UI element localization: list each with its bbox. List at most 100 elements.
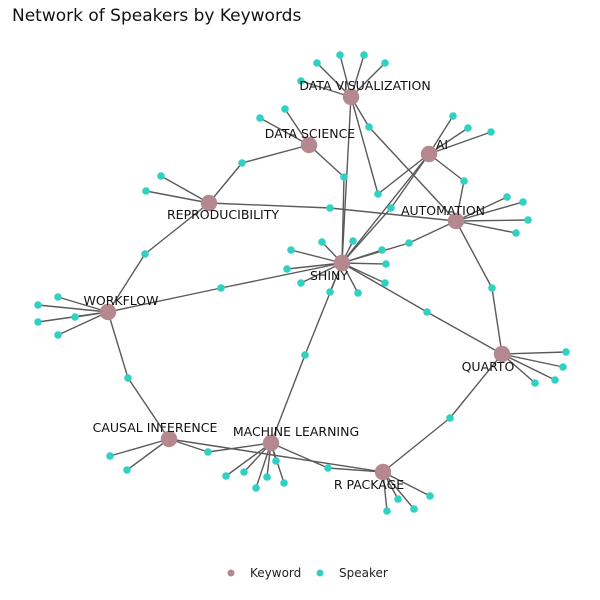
speaker-node-39 bbox=[240, 468, 248, 476]
speaker-node-45 bbox=[394, 495, 402, 503]
edge-speaker-64-ml bbox=[270, 442, 329, 469]
speaker-node-30 bbox=[54, 331, 62, 339]
keyword-label-dataviz: DATA VISUALIZATION bbox=[299, 78, 430, 93]
speaker-node-56 bbox=[141, 250, 149, 258]
keyword-node-automation bbox=[447, 212, 465, 230]
legend-speaker-label: Speaker bbox=[339, 566, 388, 580]
keyword-node-rpackage bbox=[374, 463, 392, 481]
speaker-node-44 bbox=[383, 507, 391, 515]
edge-speaker-60-shiny bbox=[304, 262, 343, 356]
speaker-node-25 bbox=[354, 289, 362, 297]
edge-speaker-53-repro bbox=[208, 202, 331, 209]
speaker-node-27 bbox=[34, 301, 42, 309]
speaker-node-21 bbox=[382, 260, 390, 268]
legend-keyword-marker bbox=[227, 569, 235, 577]
edge-speaker-60-ml bbox=[270, 354, 306, 444]
speaker-node-11 bbox=[157, 172, 165, 180]
edge-speaker-56-repro bbox=[144, 202, 210, 255]
edge-speaker-51-ai bbox=[377, 153, 430, 195]
speaker-node-8 bbox=[487, 128, 495, 136]
keyword-label-shiny: SHINY bbox=[310, 268, 348, 283]
speaker-node-34 bbox=[551, 376, 559, 384]
edge-speaker-14-automation bbox=[455, 201, 524, 222]
edge-speaker-51-dataviz bbox=[350, 96, 379, 195]
edge-speaker-30-workflow bbox=[57, 311, 109, 336]
keyword-node-repro bbox=[200, 194, 218, 212]
speaker-node-50 bbox=[340, 173, 348, 181]
edge-dataviz-shiny bbox=[341, 96, 352, 264]
speaker-node-40 bbox=[252, 484, 260, 492]
speaker-node-42 bbox=[280, 479, 288, 487]
speaker-node-33 bbox=[559, 363, 567, 371]
edge-speaker-53-automation bbox=[329, 207, 457, 222]
edge-speaker-22-shiny bbox=[286, 262, 343, 270]
edge-speaker-36-causal bbox=[109, 438, 170, 457]
edge-causal-rpackage bbox=[168, 438, 384, 473]
speaker-node-22 bbox=[283, 265, 291, 273]
edge-speaker-49-datasci bbox=[241, 144, 310, 164]
edge-speaker-34-quarto bbox=[501, 353, 556, 381]
edge-speaker-61-causal bbox=[127, 377, 170, 440]
edge-speaker-12-repro bbox=[145, 190, 210, 204]
speaker-node-60 bbox=[301, 351, 309, 359]
speaker-node-9 bbox=[256, 114, 264, 122]
edge-speaker-62-rpackage bbox=[382, 417, 451, 473]
keywords-layer bbox=[99, 88, 511, 481]
legend-keyword-label: Keyword bbox=[250, 566, 301, 580]
edge-speaker-37-causal bbox=[126, 438, 170, 471]
edge-speaker-38-ml bbox=[225, 442, 272, 477]
speaker-node-61 bbox=[124, 374, 132, 382]
speaker-node-41 bbox=[263, 473, 271, 481]
speaker-node-20 bbox=[378, 246, 386, 254]
edge-speaker-57-workflow bbox=[107, 287, 222, 313]
keyword-node-datasci bbox=[300, 136, 318, 154]
edge-speaker-58-quarto bbox=[491, 287, 503, 355]
edge-speaker-61-workflow bbox=[107, 311, 129, 379]
speaker-node-24 bbox=[326, 288, 334, 296]
speaker-node-35 bbox=[531, 379, 539, 387]
keyword-node-dataviz bbox=[342, 88, 360, 106]
speaker-node-37 bbox=[123, 466, 131, 474]
keyword-node-quarto bbox=[493, 345, 511, 363]
speaker-node-55 bbox=[405, 239, 413, 247]
keyword-label-repro: REPRODUCIBILITY bbox=[167, 207, 279, 222]
edge-speaker-64-rpackage bbox=[327, 467, 384, 473]
keyword-node-ml bbox=[262, 434, 280, 452]
speaker-node-53 bbox=[326, 204, 334, 212]
edge-speaker-27-workflow bbox=[37, 304, 109, 313]
edge-speaker-28-workflow bbox=[57, 296, 109, 313]
speaker-node-19 bbox=[349, 237, 357, 245]
edge-speaker-33-quarto bbox=[501, 353, 564, 368]
keyword-node-workflow bbox=[99, 303, 117, 321]
speaker-node-7 bbox=[464, 124, 472, 132]
keyword-label-workflow: WORKFLOW bbox=[84, 293, 159, 308]
edge-speaker-56-workflow bbox=[107, 253, 146, 313]
speaker-node-14 bbox=[519, 198, 527, 206]
keyword-node-ai bbox=[420, 145, 438, 163]
keyword-label-ml: MACHINE LEARNING bbox=[233, 424, 359, 439]
edge-speaker-55-shiny bbox=[341, 242, 410, 264]
edge-speaker-11-repro bbox=[160, 175, 210, 204]
speaker-node-38 bbox=[222, 472, 230, 480]
legend-speaker-marker bbox=[316, 569, 324, 577]
speaker-node-62 bbox=[446, 414, 454, 422]
edge-speaker-16-automation bbox=[455, 220, 517, 234]
speaker-node-5 bbox=[297, 77, 305, 85]
keyword-node-shiny bbox=[333, 254, 351, 272]
edge-ai-shiny bbox=[341, 153, 430, 264]
speaker-node-59 bbox=[423, 308, 431, 316]
edge-speaker-58-automation bbox=[455, 220, 493, 289]
keyword-node-causal bbox=[160, 430, 178, 448]
edge-speaker-13-automation bbox=[455, 196, 508, 222]
speaker-node-2 bbox=[336, 51, 344, 59]
speakers-layer bbox=[34, 51, 570, 515]
keyword-label-datasci: DATA SCIENCE bbox=[265, 126, 356, 141]
speaker-node-48 bbox=[365, 123, 373, 131]
edge-speaker-62-quarto bbox=[449, 353, 503, 419]
edge-speaker-59-quarto bbox=[426, 311, 503, 355]
speaker-node-58 bbox=[488, 284, 496, 292]
edge-speaker-49-repro bbox=[208, 162, 243, 204]
speaker-node-31 bbox=[71, 313, 79, 321]
speaker-node-6 bbox=[449, 112, 457, 120]
speaker-node-36 bbox=[106, 452, 114, 460]
